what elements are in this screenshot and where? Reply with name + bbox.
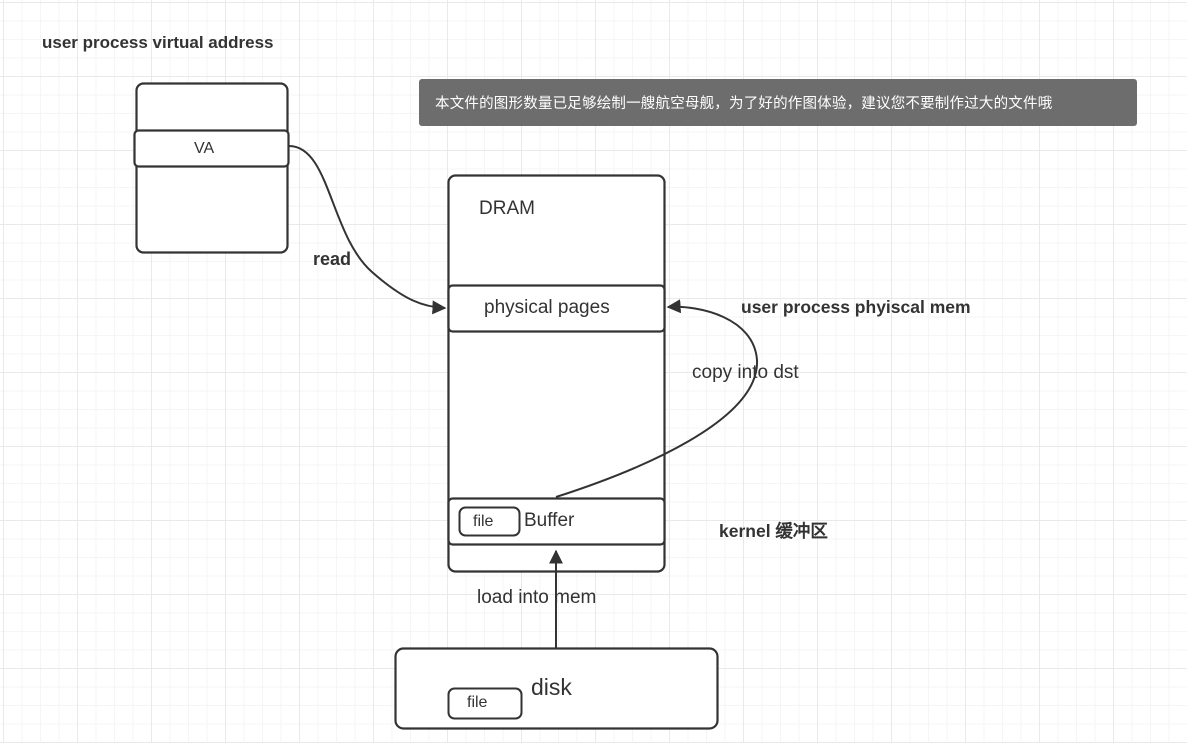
read-arrow [288, 145, 447, 315]
kernel-buffer-label: kernel 缓冲区 [719, 521, 828, 541]
disk-label: disk [531, 674, 572, 700]
buffer-file-chip-label: file [473, 513, 494, 530]
read-edge-label: read [313, 249, 352, 269]
va-outer-box [135, 82, 289, 254]
va-band-label: VA [194, 140, 215, 157]
copy-into-dst-arrow [555, 299, 759, 498]
buffer-label: Buffer [524, 510, 575, 531]
notice-banner: 本文件的图形数量已足够绘制一艘航空母舰，为了好的作图体验，建议您不要制作过大的文… [419, 79, 1137, 126]
physical-pages-label: physical pages [484, 297, 610, 318]
copy-into-dst-label: copy into dst [692, 362, 799, 383]
notice-banner-text: 本文件的图形数量已足够绘制一艘航空母舰，为了好的作图体验，建议您不要制作过大的文… [435, 96, 1053, 112]
user-physical-mem-label: user process phyiscal mem [741, 297, 971, 317]
disk-file-chip-label: file [467, 694, 488, 711]
page-title: user process virtual address [42, 33, 274, 52]
dram-title: DRAM [479, 198, 535, 219]
load-into-mem-label: load into mem [477, 587, 597, 608]
